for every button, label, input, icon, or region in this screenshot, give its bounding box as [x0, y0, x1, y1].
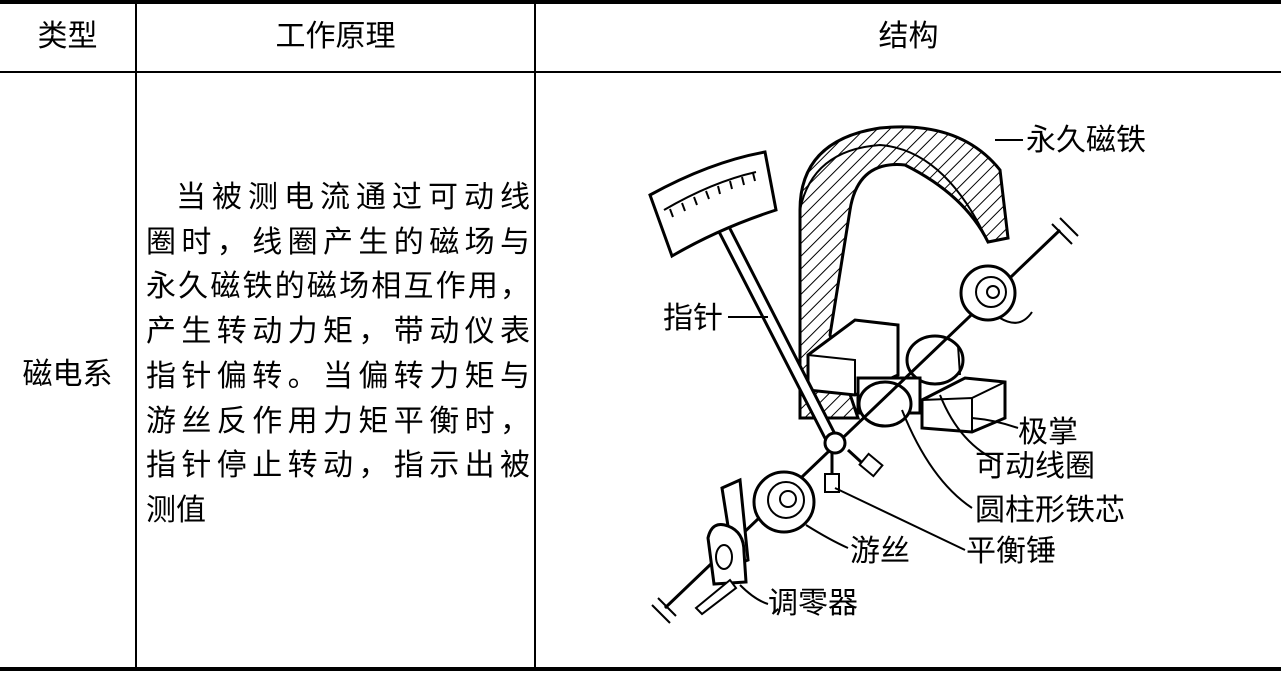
principle-paragraph: 当被测电流通过可动线 圈时，线圈产生的磁场与 永久磁铁的磁场相互作用， 产生转动…	[146, 176, 530, 534]
balance-weight-shape	[824, 448, 884, 493]
row-type: 磁电系	[22, 357, 113, 392]
zero-adjuster-shape	[694, 477, 750, 616]
label-pointer: 指针	[663, 301, 723, 336]
column-divider-2	[534, 4, 536, 668]
principle-line: 测值	[146, 492, 206, 528]
principle-line: 游丝反作用力矩平衡时，	[146, 403, 530, 439]
label-zero-adjuster: 调零器	[768, 586, 858, 621]
table-bottom-rule	[0, 667, 1281, 671]
moving-coil-shape	[856, 334, 965, 428]
column-divider-1	[135, 4, 137, 668]
permanent-magnet-shape	[798, 125, 1010, 420]
lower-hairspring-shape	[752, 470, 816, 534]
header-structure: 结构	[878, 19, 939, 54]
principle-line: 永久磁铁的磁场相互作用，	[146, 269, 530, 305]
header-bottom-rule	[0, 71, 1281, 73]
label-balance-weight: 平衡锤	[966, 534, 1056, 569]
principle-line: 当被测电流通过可动线	[176, 180, 530, 215]
label-moving-coil: 可动线圈	[975, 449, 1095, 484]
leader-lines	[728, 139, 1023, 605]
principle-line: 圈时，线圈产生的磁场与	[146, 224, 530, 260]
label-hairspring: 游丝	[850, 534, 910, 569]
principle-line: 指针停止转动，指示出被	[146, 448, 530, 484]
principle-line: 指针偏转。当偏转力矩与	[146, 358, 530, 394]
upper-hairspring-shape	[959, 264, 1033, 324]
table-top-rule	[0, 0, 1281, 4]
principle-line: 产生转动力矩，带动仪表	[146, 314, 530, 350]
header-type: 类型	[37, 19, 98, 54]
scale-dial-shape	[648, 150, 778, 259]
label-iron-core: 圆柱形铁芯	[975, 493, 1125, 528]
header-principle: 工作原理	[275, 19, 396, 54]
meter-structure-diagram: 永久磁铁 指针 极掌 可动线圈 圆柱形铁芯 游丝 平衡锤 调零器	[537, 73, 1279, 668]
label-pole-shoe: 极掌	[1018, 415, 1078, 450]
label-permanent-magnet: 永久磁铁	[1026, 123, 1146, 158]
